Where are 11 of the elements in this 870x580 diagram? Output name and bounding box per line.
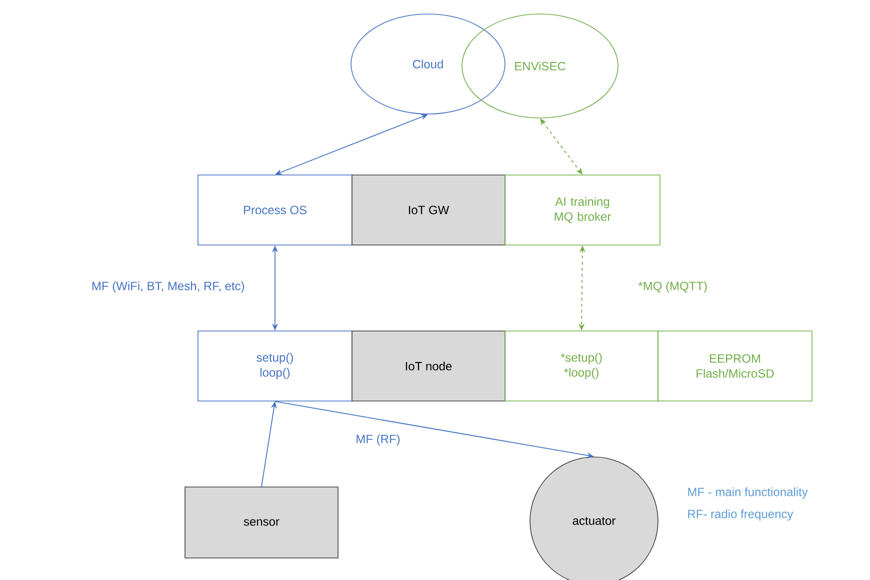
legend-note: RF- radio frequency bbox=[688, 509, 794, 521]
legend-note: MF - main functionality bbox=[688, 487, 808, 499]
node-box: IoT node bbox=[352, 330, 506, 402]
sensor-box: sensor bbox=[184, 486, 338, 558]
gateway-box: IoT GW bbox=[352, 174, 506, 246]
function-box: *setup() *loop() bbox=[504, 330, 658, 402]
broker-box: AI training MQ broker bbox=[504, 174, 660, 246]
edge-label: MF (WiFi, BT, Mesh, RF, etc) bbox=[90, 280, 246, 294]
edge-label: *MQ (MQTT) bbox=[637, 280, 709, 294]
edge-label: MF (RF) bbox=[354, 433, 402, 447]
storage-box: EEPROM Flash/MicroSD bbox=[658, 330, 812, 402]
